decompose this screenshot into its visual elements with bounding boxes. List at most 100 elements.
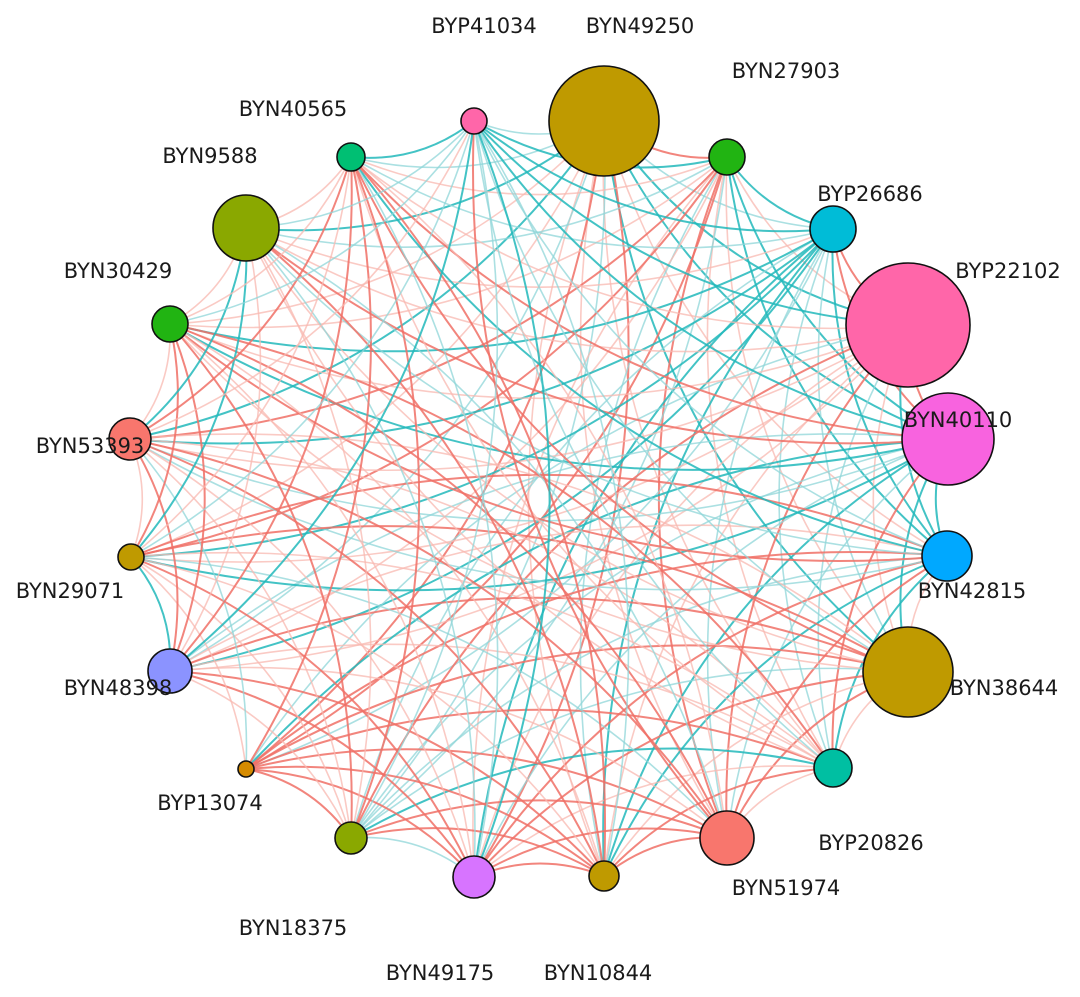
edge-BYN51974-BYN30429 <box>169 323 728 839</box>
edge-BYN40110-BYN30429 <box>169 323 949 471</box>
node-BYN40565[interactable] <box>336 142 366 172</box>
node-BYN29071[interactable] <box>117 543 145 571</box>
edge-BYN27903-BYN40565 <box>350 156 728 196</box>
edge-BYN42815-BYN51974 <box>726 555 948 839</box>
edge-BYN38644-BYN29071 <box>130 525 909 673</box>
edge-BYN10844-BYN29071 <box>130 556 605 877</box>
edge-BYN42815-BYP13074 <box>245 550 948 770</box>
edge-BYN40110-BYN10844 <box>603 438 949 877</box>
edge-BYN40110-BYN51974 <box>726 438 949 839</box>
node-BYN18375[interactable] <box>334 821 368 855</box>
edge-BYN29071-BYP41034 <box>130 120 475 558</box>
edge-BYP26686-BYP13074 <box>245 228 834 770</box>
edge-BYN38644-BYN49175 <box>473 671 909 878</box>
node-BYN40110[interactable] <box>901 392 995 486</box>
node-BYN38644[interactable] <box>862 626 954 718</box>
node-label-BYN48398: BYN48398 <box>64 676 173 700</box>
edge-BYN51974-BYN29071 <box>130 556 728 839</box>
edge-BYN10844-BYP13074 <box>245 765 605 877</box>
edge-BYN53393-BYN40565 <box>129 156 352 440</box>
edge-BYN48398-BYN40565 <box>169 156 353 672</box>
node-BYN10844[interactable] <box>588 860 620 892</box>
edge-BYN49175-BYN29071 <box>130 556 475 878</box>
edge-BYP22102-BYN29071 <box>130 324 909 563</box>
node-label-BYN30429: BYN30429 <box>64 259 173 283</box>
node-BYN48398[interactable] <box>147 648 193 694</box>
node-BYP22102[interactable] <box>845 262 971 388</box>
node-BYN49250[interactable] <box>548 65 660 177</box>
edge-BYN49250-BYN53393 <box>129 120 605 440</box>
node-BYP26686[interactable] <box>809 205 857 253</box>
edge-BYP26686-BYN42815 <box>831 228 948 557</box>
edge-BYN38644-BYN30429 <box>169 323 909 673</box>
node-BYN42815[interactable] <box>921 530 973 582</box>
edge-BYN51974-BYN18375 <box>350 799 728 839</box>
edge-BYN42815-BYN49175 <box>473 555 948 878</box>
node-label-BYN9588: BYN9588 <box>162 144 257 168</box>
node-BYN30429[interactable] <box>151 305 189 343</box>
edge-BYN18375-BYP41034 <box>350 120 499 839</box>
edge-BYN48398-BYN30429 <box>169 323 206 672</box>
edge-BYP20826-BYN18375 <box>350 747 834 839</box>
edge-BYN18375-BYN40565 <box>350 156 421 839</box>
node-BYN9588[interactable] <box>212 194 280 262</box>
node-BYN27903[interactable] <box>708 138 746 176</box>
edge-BYN49175-BYN53393 <box>129 438 475 878</box>
node-BYN49175[interactable] <box>452 855 496 899</box>
edge-BYN18375-BYN9588 <box>245 227 372 839</box>
edge-BYN38644-BYN10844 <box>603 671 909 877</box>
edge-BYN42815-BYN48398 <box>169 524 948 672</box>
edge-BYN48398-BYN9588 <box>169 227 262 672</box>
edge-BYN30429-BYN40565 <box>169 156 352 325</box>
edge-BYN49175-BYN48398 <box>169 670 475 878</box>
edge-BYN40110-BYP20826 <box>831 438 949 769</box>
edge-BYP22102-BYN40565 <box>350 156 909 330</box>
label-layer: BYN49250BYN27903BYP26686BYP22102BYN40110… <box>16 14 1061 985</box>
node-label-BYP26686: BYP26686 <box>817 182 923 206</box>
edge-BYP26686-BYP41034 <box>473 120 834 233</box>
edge-BYN49175-BYP13074 <box>245 768 475 878</box>
edge-BYP20826-BYP41034 <box>473 120 834 769</box>
edge-BYP26686-BYP20826 <box>778 228 834 769</box>
edge-BYN29071-BYN30429 <box>130 323 179 558</box>
node-BYP13074[interactable] <box>237 760 255 778</box>
edge-BYN49175-BYP41034 <box>473 120 551 878</box>
edge-BYP13074-BYN29071 <box>130 556 247 770</box>
edge-BYN10844-BYN18375 <box>350 827 605 877</box>
node-label-BYN49175: BYN49175 <box>386 961 495 985</box>
node-label-BYN38644: BYN38644 <box>950 676 1059 700</box>
edge-BYN18375-BYN53393 <box>129 438 352 839</box>
edge-BYN49250-BYN42815 <box>603 120 948 557</box>
edge-BYN51974-BYN53393 <box>129 438 728 839</box>
edge-BYN9588-BYP41034 <box>245 120 475 229</box>
edge-BYP20826-BYN29071 <box>130 551 834 769</box>
edge-BYN40110-BYN49175 <box>473 438 949 878</box>
edge-BYN49250-BYN10844 <box>527 120 605 877</box>
edge-BYN49175-BYN40565 <box>350 156 499 878</box>
edge-BYP20826-BYN48398 <box>169 643 834 769</box>
edge-BYP20826-BYN53393 <box>129 438 834 769</box>
edge-BYN49250-BYP20826 <box>602 120 834 769</box>
edge-BYN49175-BYN30429 <box>169 323 475 878</box>
node-label-BYP20826: BYP20826 <box>818 831 924 855</box>
edge-BYN10844-BYN48398 <box>169 670 605 877</box>
node-label-BYN53393: BYN53393 <box>36 434 145 458</box>
edge-BYN48398-BYN53393 <box>129 438 179 672</box>
node-BYP41034[interactable] <box>460 107 488 135</box>
node-label-BYN51974: BYN51974 <box>732 876 841 900</box>
node-BYN53393[interactable] <box>108 417 152 461</box>
node-BYN51974[interactable] <box>699 810 755 866</box>
edge-BYN30429-BYP41034 <box>169 120 475 325</box>
edge-BYP22102-BYP13074 <box>245 324 909 770</box>
edge-BYN10844-BYN30429 <box>169 323 605 877</box>
node-label-BYN42815: BYN42815 <box>918 579 1027 603</box>
edge-BYP22102-BYN9588 <box>245 227 909 353</box>
edge-BYN49175-BYN9588 <box>245 227 476 878</box>
edge-BYN51974-BYP41034 <box>472 120 728 839</box>
node-layer <box>108 65 995 899</box>
edge-BYP26686-BYN30429 <box>169 228 834 353</box>
node-label-BYN40110: BYN40110 <box>904 408 1013 432</box>
edge-BYN42815-BYP41034 <box>473 120 948 557</box>
node-BYP20826[interactable] <box>813 748 853 788</box>
